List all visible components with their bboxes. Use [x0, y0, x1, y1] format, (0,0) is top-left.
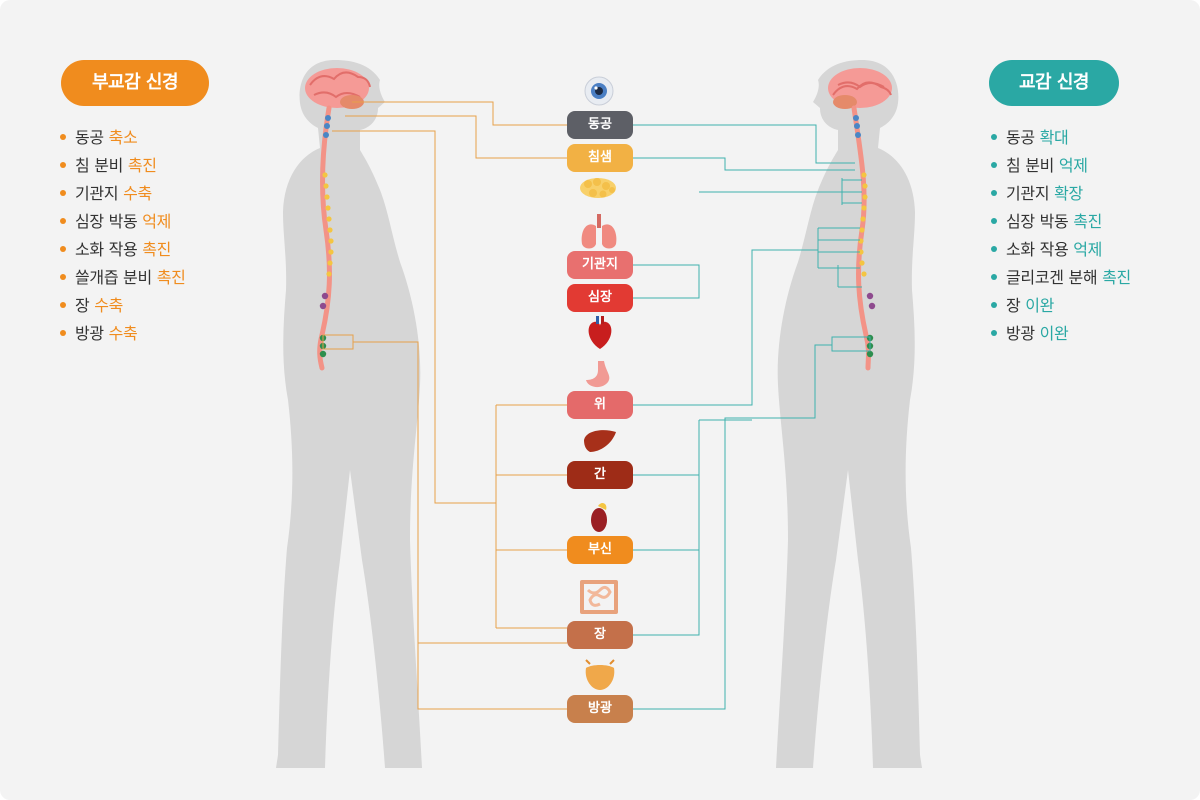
effect-organ: 기관지 — [1006, 184, 1050, 203]
organ-label-pill: 간 — [567, 461, 633, 489]
effect-result: 촉진 — [1102, 268, 1131, 287]
effect-result: 수축 — [108, 324, 138, 343]
lungs-icon — [581, 214, 617, 249]
effect-result: 촉진 — [142, 240, 172, 259]
effect-result: 이완 — [1025, 296, 1055, 315]
effect-item: 동공 축소 — [60, 124, 186, 152]
salivary-gland-icon — [580, 178, 616, 198]
effect-item: 심장 박동 촉진 — [991, 208, 1131, 236]
stomach-icon — [586, 361, 610, 388]
effect-organ: 장 — [1006, 296, 1021, 315]
bullet-dot-icon — [60, 161, 66, 168]
parasympathetic-title: 부교감 신경 — [61, 60, 209, 106]
effect-item: 기관지 확장 — [991, 180, 1131, 208]
bullet-dot-icon — [60, 329, 66, 336]
left-spinal-cord — [317, 105, 334, 371]
effect-result: 수축 — [94, 296, 124, 315]
bullet-dot-icon — [60, 301, 66, 308]
effect-organ: 동공 — [1006, 128, 1035, 147]
effect-result: 수축 — [123, 184, 152, 203]
bullet-dot-icon — [991, 301, 997, 308]
sympathetic-title: 교감 신경 — [989, 60, 1119, 106]
left-brain-icon — [305, 68, 371, 109]
effect-result: 억제 — [1073, 240, 1103, 259]
effect-item: 글리코겐 분해 촉진 — [991, 264, 1131, 292]
effect-item: 기관지 수축 — [60, 180, 186, 208]
effect-item: 침 분비 억제 — [991, 152, 1131, 180]
bullet-dot-icon — [60, 133, 66, 140]
heart-icon — [588, 316, 612, 349]
organ-label-pill: 장 — [567, 621, 633, 649]
bladder-icon — [585, 659, 615, 690]
effect-organ: 기관지 — [75, 184, 119, 203]
effect-organ: 소화 작용 — [75, 240, 138, 259]
adrenal-kidney-icon — [591, 503, 607, 532]
effect-organ: 방광 — [1006, 324, 1035, 343]
organ-label-pill: 침샘 — [567, 144, 633, 172]
left-body-silhouette — [276, 60, 422, 768]
effect-organ: 심장 박동 — [1006, 212, 1069, 231]
effect-item: 심장 박동 억제 — [60, 208, 186, 236]
effect-result: 촉진 — [1073, 212, 1103, 231]
effect-organ: 쓸개즙 분비 — [75, 268, 152, 287]
effect-item: 소화 작용 촉진 — [60, 236, 186, 264]
bullet-dot-icon — [991, 273, 997, 280]
effect-organ: 장 — [75, 296, 90, 315]
effect-result: 억제 — [1058, 156, 1088, 175]
sympathetic-connectors — [633, 124, 871, 710]
liver-icon — [584, 430, 616, 452]
organ-label-pill: 부신 — [567, 536, 633, 564]
bullet-dot-icon — [60, 273, 66, 280]
effect-item: 방광 이완 — [991, 320, 1131, 348]
bullet-dot-icon — [60, 189, 66, 196]
effect-organ: 침 분비 — [1006, 156, 1055, 175]
effect-item: 방광 수축 — [60, 320, 186, 348]
intestine-icon — [580, 580, 618, 614]
bullet-dot-icon — [60, 217, 66, 224]
effect-organ: 심장 박동 — [75, 212, 138, 231]
bullet-dot-icon — [991, 161, 997, 168]
bullet-dot-icon — [991, 329, 997, 336]
bullet-dot-icon — [991, 217, 997, 224]
parasympathetic-connectors — [322, 101, 567, 710]
right-body-silhouette — [776, 60, 922, 768]
effect-organ: 글리코겐 분해 — [1006, 268, 1098, 287]
effect-result: 확대 — [1039, 128, 1069, 147]
effect-result: 축소 — [108, 128, 138, 147]
effect-result: 촉진 — [156, 268, 186, 287]
organ-label-pill: 기관지 — [567, 251, 633, 279]
effect-item: 장 이완 — [991, 292, 1131, 320]
bullet-dot-icon — [991, 133, 997, 140]
effect-item: 동공 확대 — [991, 124, 1131, 152]
effect-result: 억제 — [142, 212, 172, 231]
effect-item: 쓸개즙 분비 촉진 — [60, 264, 186, 292]
effect-item: 소화 작용 억제 — [991, 236, 1131, 264]
effect-organ: 방광 — [75, 324, 104, 343]
eye-icon — [584, 76, 614, 106]
organ-label-pill: 위 — [567, 391, 633, 419]
organ-label-pill: 심장 — [567, 284, 633, 312]
bullet-dot-icon — [991, 189, 997, 196]
effect-organ: 소화 작용 — [1006, 240, 1069, 259]
organ-label-pill: 방광 — [567, 695, 633, 723]
bullet-dot-icon — [60, 245, 66, 252]
effect-result: 촉진 — [127, 156, 157, 175]
right-brain-icon — [828, 68, 892, 109]
effect-organ: 침 분비 — [75, 156, 124, 175]
bullet-dot-icon — [991, 245, 997, 252]
effect-item: 침 분비 촉진 — [60, 152, 186, 180]
right-spinal-cord — [851, 105, 876, 371]
effect-result: 이완 — [1039, 324, 1069, 343]
effect-result: 확장 — [1054, 184, 1083, 203]
effect-organ: 동공 — [75, 128, 104, 147]
effect-item: 장 수축 — [60, 292, 186, 320]
organ-label-pill: 동공 — [567, 111, 633, 139]
